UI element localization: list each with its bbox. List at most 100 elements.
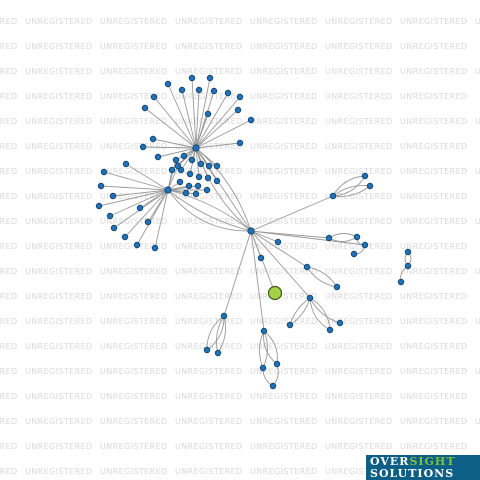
graph-node bbox=[122, 160, 130, 168]
watermark-text: UNREGISTERED bbox=[100, 192, 168, 201]
graph-node bbox=[150, 93, 158, 101]
graph-node bbox=[110, 224, 118, 232]
watermark-text: UNREGISTERED bbox=[175, 467, 243, 476]
graph-edge bbox=[167, 189, 197, 195]
watermark-text: UNREGISTERED bbox=[400, 317, 468, 326]
watermark-text: UNREGISTERED bbox=[250, 167, 318, 176]
watermark-text: UNREGISTERED bbox=[325, 42, 393, 51]
watermark-text: UNREGISTERED bbox=[0, 192, 18, 201]
watermark-text: UNREGISTERED bbox=[250, 217, 318, 226]
graph-edge bbox=[103, 171, 169, 191]
watermark-text: UNREGISTERED bbox=[400, 92, 468, 101]
graph-edge bbox=[167, 185, 199, 191]
graph-node bbox=[224, 89, 232, 97]
watermark-text: UNREGISTERED bbox=[100, 417, 168, 426]
watermark-text: UNREGISTERED bbox=[0, 417, 18, 426]
graph-hub-node bbox=[247, 227, 255, 235]
watermark-text: UNREGISTERED bbox=[325, 367, 393, 376]
graph-node bbox=[100, 168, 108, 176]
watermark-text: UNREGISTERED bbox=[0, 367, 18, 376]
graph-edge-curved bbox=[332, 175, 366, 197]
watermark-text: UNREGISTERED bbox=[400, 267, 468, 276]
edge-layer bbox=[98, 77, 412, 387]
watermark-text: UNREGISTERED bbox=[400, 392, 468, 401]
watermark-text: UNREGISTERED bbox=[25, 92, 93, 101]
graph-node bbox=[192, 190, 200, 198]
graph-node bbox=[397, 278, 405, 286]
graph-node bbox=[204, 174, 212, 182]
graph-edge-curved bbox=[167, 189, 252, 232]
graph-edge bbox=[181, 89, 197, 149]
graph-edge bbox=[147, 189, 169, 223]
oversight-solutions-logo: OVERSIGHT SOLUTIONS bbox=[366, 455, 480, 480]
watermark-text: UNREGISTERED bbox=[475, 267, 480, 276]
watermark-text: UNREGISTERED bbox=[475, 67, 480, 76]
watermark-text: UNREGISTERED bbox=[100, 392, 168, 401]
graph-edge bbox=[195, 109, 239, 149]
watermark-text: UNREGISTERED bbox=[25, 192, 93, 201]
watermark-text: UNREGISTERED bbox=[0, 67, 18, 76]
graph-edge-curved bbox=[167, 189, 252, 232]
graph-edge bbox=[154, 189, 169, 249]
graph-node bbox=[236, 93, 244, 101]
graph-edge bbox=[195, 147, 200, 178]
graph-edge bbox=[195, 92, 229, 149]
watermark-text: UNREGISTERED bbox=[100, 442, 168, 451]
watermark-text: UNREGISTERED bbox=[400, 142, 468, 151]
graph-node bbox=[197, 160, 205, 168]
graph-edge bbox=[142, 146, 197, 149]
graph-edge bbox=[167, 165, 179, 191]
watermark-text: UNREGISTERED bbox=[175, 442, 243, 451]
graph-node bbox=[195, 173, 203, 181]
watermark-text: UNREGISTERED bbox=[25, 267, 93, 276]
graph-node bbox=[361, 241, 369, 249]
watermark-text: UNREGISTERED bbox=[25, 292, 93, 301]
graph-edge-curved bbox=[306, 266, 338, 288]
graph-edge bbox=[109, 189, 169, 217]
graph-edge bbox=[100, 185, 169, 191]
watermark-text: UNREGISTERED bbox=[0, 392, 18, 401]
graph-node bbox=[214, 349, 222, 357]
graph-edge-curved bbox=[206, 315, 225, 351]
graph-edge-curved bbox=[259, 330, 265, 369]
watermark-text: UNREGISTERED bbox=[0, 92, 18, 101]
watermark-text: UNREGISTERED bbox=[325, 417, 393, 426]
graph-edge bbox=[195, 89, 200, 149]
graph-edge bbox=[250, 230, 276, 294]
graph-node bbox=[203, 186, 211, 194]
graph-edge-curved bbox=[328, 233, 358, 239]
graph-edge-curved bbox=[332, 185, 371, 197]
watermark-text: UNREGISTERED bbox=[25, 442, 93, 451]
watermark-text: UNREGISTERED bbox=[25, 142, 93, 151]
watermark-text: UNREGISTERED bbox=[175, 392, 243, 401]
watermark-text: UNREGISTERED bbox=[175, 42, 243, 51]
watermark-text: UNREGISTERED bbox=[100, 42, 168, 51]
watermark-text: UNREGISTERED bbox=[175, 267, 243, 276]
logo-line-1: OVERSIGHT bbox=[370, 456, 456, 467]
graph-node bbox=[247, 116, 255, 124]
graph-edge bbox=[195, 119, 252, 149]
watermark-text: UNREGISTERED bbox=[475, 417, 480, 426]
logo-word-over: OVER bbox=[370, 455, 410, 468]
watermark-text: UNREGISTERED bbox=[0, 292, 18, 301]
watermark-text: UNREGISTERED bbox=[25, 392, 93, 401]
watermark-text: UNREGISTERED bbox=[100, 92, 168, 101]
watermark-text: UNREGISTERED bbox=[250, 17, 318, 26]
graph-node bbox=[109, 192, 117, 200]
watermark-text: UNREGISTERED bbox=[250, 242, 318, 251]
watermark-text: UNREGISTERED bbox=[325, 342, 393, 351]
graph-edge bbox=[195, 77, 211, 149]
graph-edge bbox=[98, 189, 169, 207]
graph-node bbox=[133, 241, 141, 249]
watermark-text: UNREGISTERED bbox=[100, 467, 168, 476]
graph-node bbox=[144, 218, 152, 226]
graph-node bbox=[141, 104, 149, 112]
watermark-text: UNREGISTERED bbox=[175, 117, 243, 126]
watermark-text: UNREGISTERED bbox=[250, 292, 318, 301]
graph-node bbox=[325, 234, 333, 242]
watermark-text: UNREGISTERED bbox=[0, 217, 18, 226]
watermark-text: UNREGISTERED bbox=[325, 167, 393, 176]
logo-word-solutions: SOLUTIONS bbox=[370, 467, 455, 480]
graph-node bbox=[139, 143, 147, 151]
